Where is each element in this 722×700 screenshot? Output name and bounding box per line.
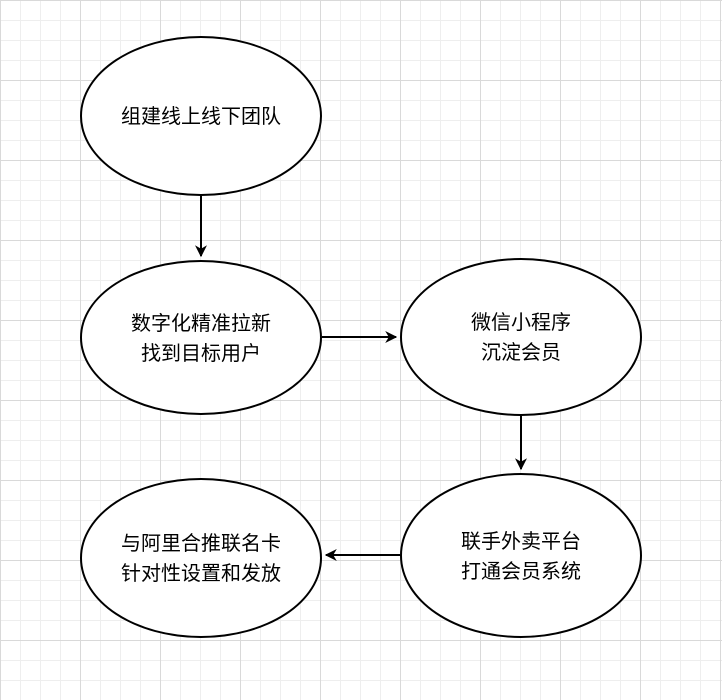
node-wechat-miniprogram-line-2: 沉淀会员: [481, 340, 561, 364]
node-digital-acquisition-line-2: 找到目标用户: [141, 340, 261, 365]
node-alibaba-cobrand-card-line-1: 与阿里合推联名卡: [121, 531, 281, 555]
node-delivery-platform-line-2: 打通会员系统: [461, 558, 581, 583]
node-alibaba-cobrand-card-line-2: 针对性设置和发放: [121, 561, 281, 585]
node-build-team-line-1: 组建线上线下团队: [121, 104, 281, 128]
node-alibaba-cobrand-card[interactable]: 与阿里合推联名卡 针对性设置和发放: [80, 478, 322, 638]
node-delivery-platform[interactable]: 联手外卖平台 打通会员系统: [400, 473, 642, 638]
node-build-team[interactable]: 组建线上线下团队: [80, 36, 322, 196]
node-digital-acquisition-line-1: 数字化精准拉新: [131, 310, 271, 335]
node-digital-acquisition[interactable]: 数字化精准拉新 找到目标用户: [80, 260, 322, 415]
node-delivery-platform-line-1: 联手外卖平台: [461, 528, 581, 553]
node-wechat-miniprogram-line-1: 微信小程序: [471, 310, 571, 334]
node-wechat-miniprogram[interactable]: 微信小程序 沉淀会员: [400, 258, 642, 416]
